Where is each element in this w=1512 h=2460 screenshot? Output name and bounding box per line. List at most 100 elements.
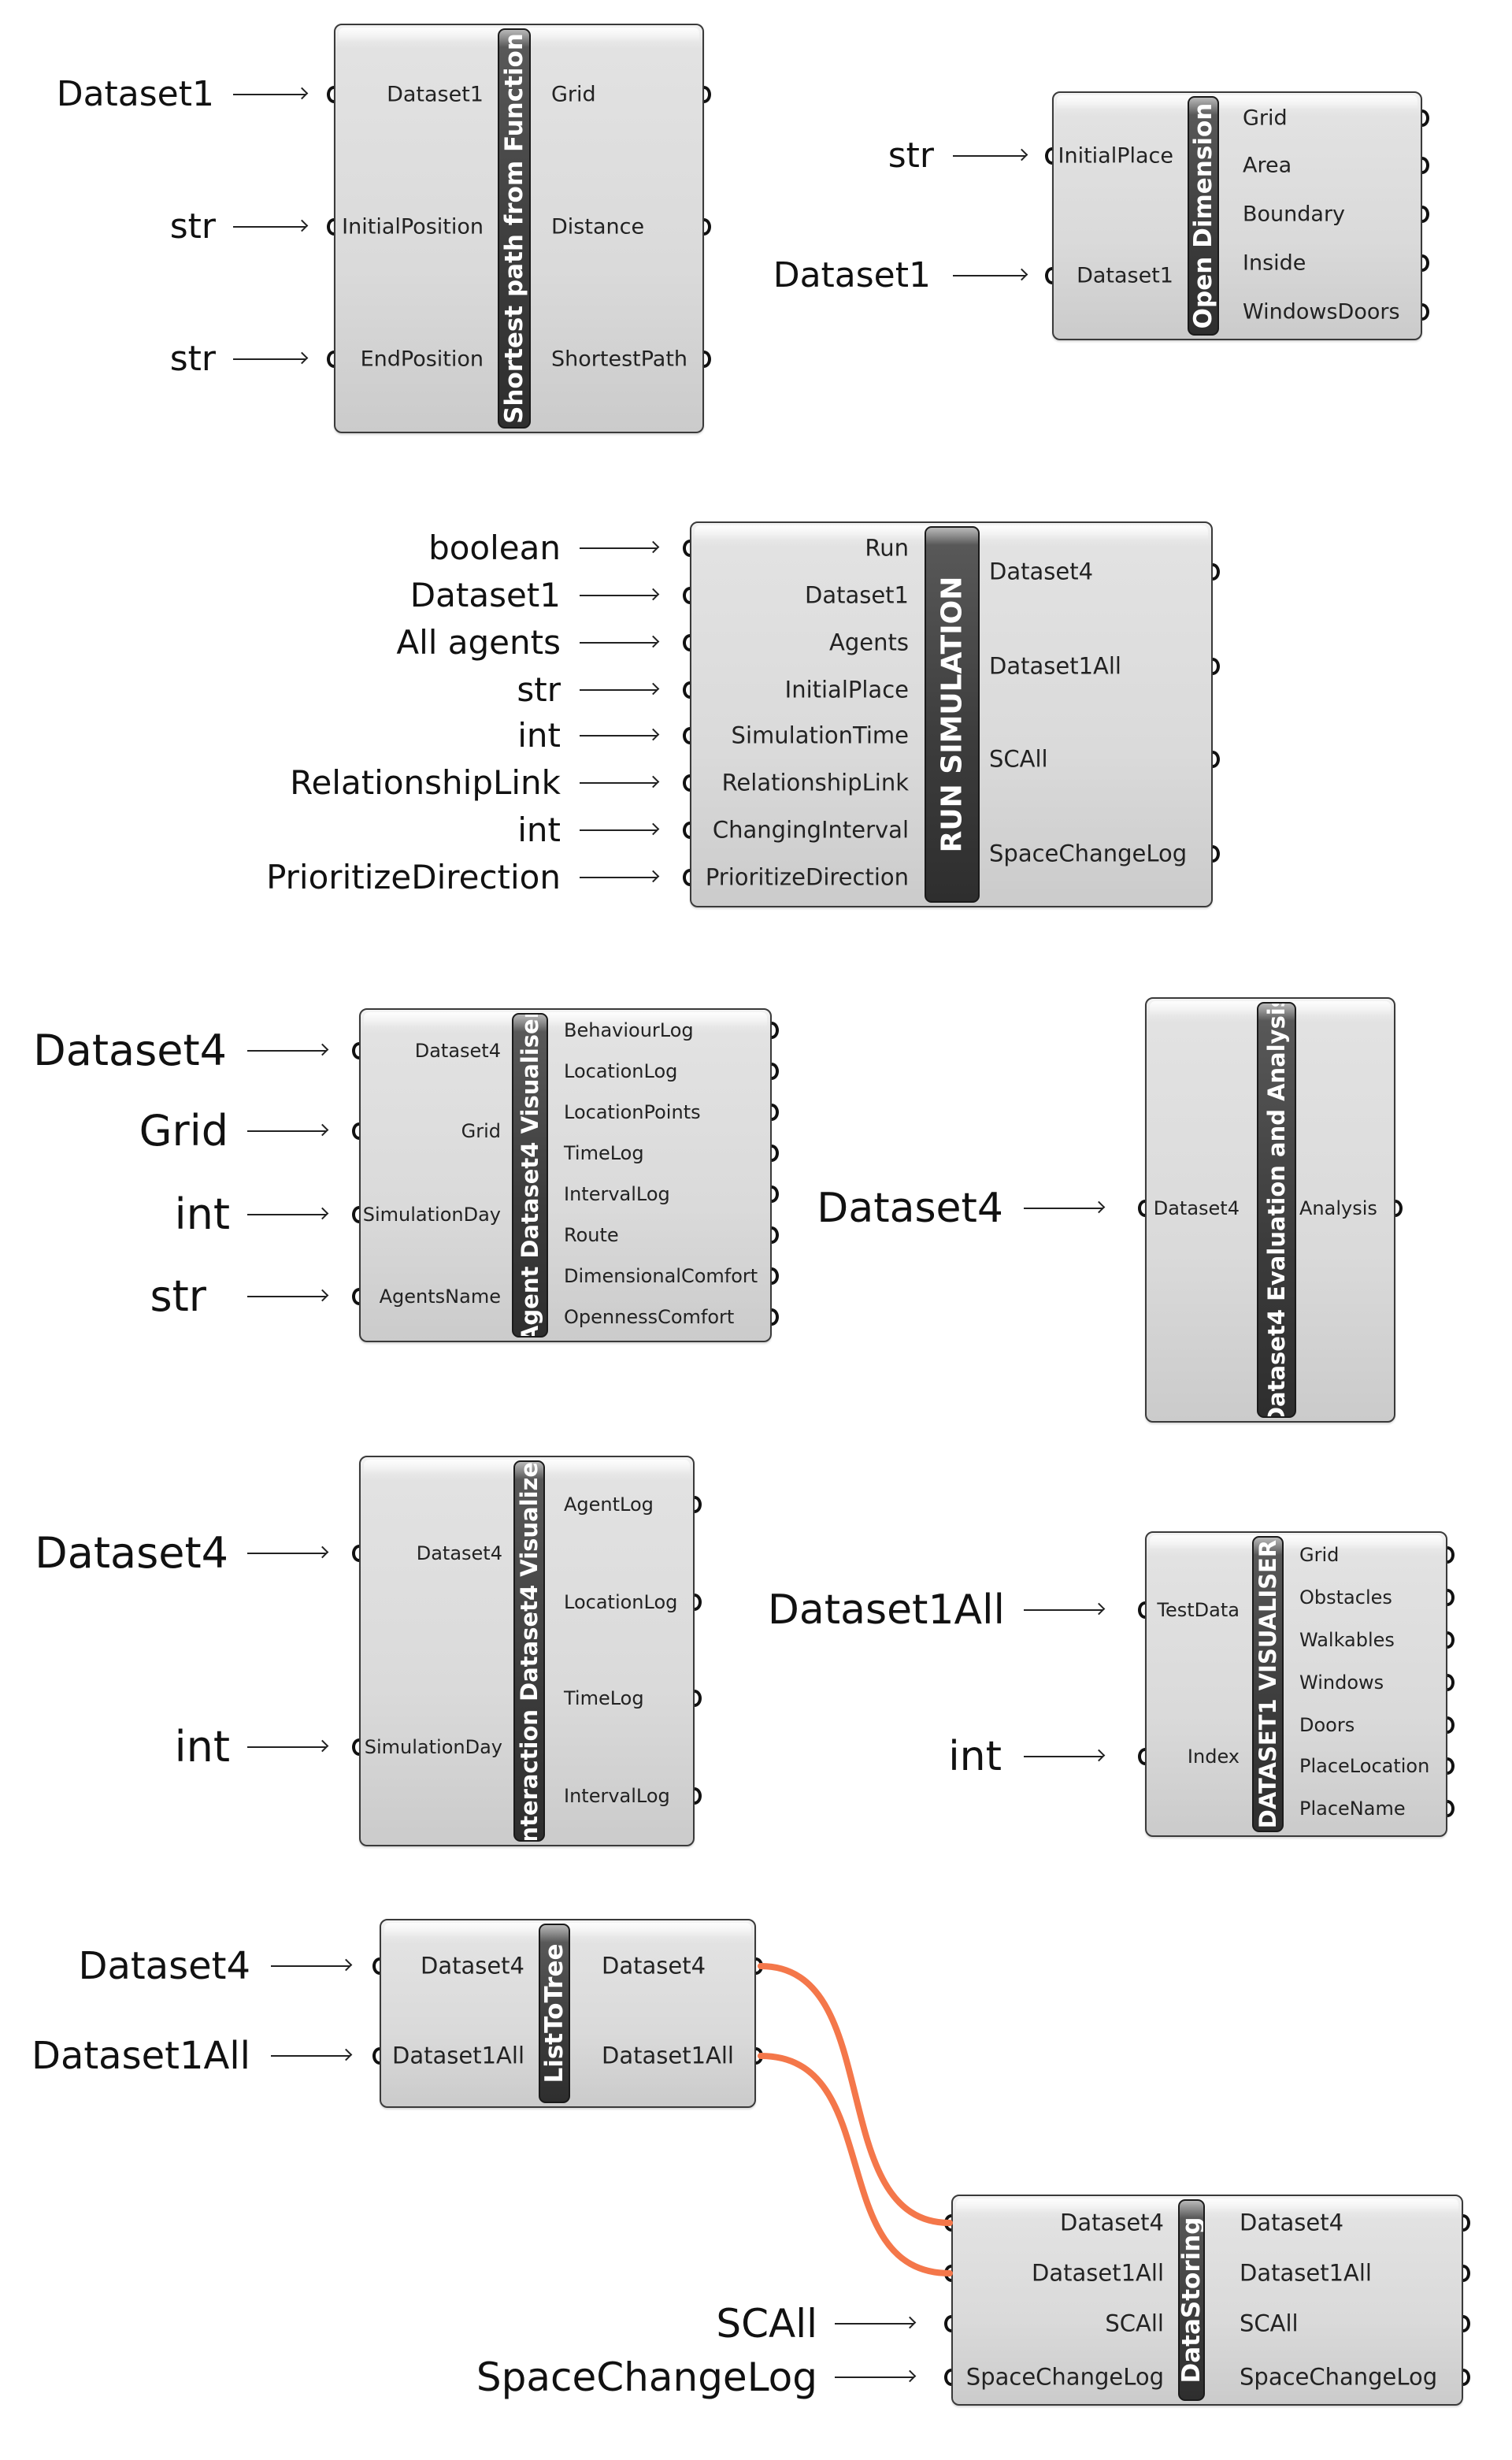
output-port-icon[interactable]: [704, 218, 711, 236]
input-port-icon[interactable]: [683, 681, 690, 699]
output-port-icon[interactable]: [772, 1226, 779, 1244]
output-port-icon[interactable]: [772, 1104, 779, 1121]
output-port-icon[interactable]: [1422, 206, 1429, 223]
input-param-label: EndPosition: [360, 347, 484, 372]
output-port-icon[interactable]: [1422, 109, 1429, 127]
external-input-label: Dataset1All: [767, 1586, 1005, 1634]
component-dataset1-visualiser[interactable]: DATASET1 VISUALISER: [1145, 1531, 1447, 1837]
output-port-icon[interactable]: [1447, 1631, 1455, 1649]
external-input-label: int: [174, 1722, 230, 1772]
external-input-label: SCAll: [716, 2301, 817, 2347]
input-port-icon[interactable]: [372, 1957, 380, 1975]
input-port-icon[interactable]: [683, 822, 690, 839]
output-port-icon[interactable]: [1213, 563, 1220, 581]
component-run-simulation[interactable]: RUN SIMULATION: [690, 521, 1213, 907]
output-port-icon[interactable]: [772, 1185, 779, 1203]
input-port-icon[interactable]: [944, 2315, 951, 2332]
input-port-icon[interactable]: [372, 2047, 380, 2065]
component-agent-visualiser[interactable]: Agent Dataset4 Visualiser: [359, 1008, 772, 1342]
output-port-icon[interactable]: [1422, 157, 1429, 174]
input-port-icon[interactable]: [1138, 1601, 1145, 1619]
input-port-icon[interactable]: [1138, 1748, 1145, 1765]
input-port-icon[interactable]: [352, 1288, 359, 1305]
output-port-icon[interactable]: [772, 1308, 779, 1326]
component-title: Interaction Dataset4 Visualizer: [516, 1460, 543, 1842]
output-port-icon[interactable]: [1395, 1200, 1403, 1217]
component-open-dimension[interactable]: Open Dimension: [1052, 91, 1422, 340]
output-param-label: Walkables: [1299, 1629, 1395, 1651]
output-port-icon[interactable]: [1447, 1546, 1455, 1564]
component-title-bar: RUN SIMULATION: [925, 526, 980, 903]
output-port-icon[interactable]: [1463, 2315, 1470, 2332]
output-port-icon[interactable]: [1463, 2265, 1470, 2282]
input-port-icon[interactable]: [683, 587, 690, 604]
external-input-label: Dataset4: [35, 1528, 228, 1578]
output-port-icon[interactable]: [1447, 1589, 1455, 1606]
output-port-icon[interactable]: [695, 1594, 702, 1611]
input-param-label: InitialPlace: [784, 676, 909, 703]
input-param-label: InitialPosition: [342, 214, 484, 239]
input-port-icon[interactable]: [683, 540, 690, 557]
output-port-icon[interactable]: [704, 351, 711, 368]
output-port-icon[interactable]: [1213, 751, 1220, 768]
input-param-label: SimulationDay: [364, 1736, 502, 1758]
external-input-label: SpaceChangeLog: [476, 2354, 817, 2400]
connection-wire[interactable]: [758, 1963, 953, 2226]
input-port-icon[interactable]: [1045, 147, 1052, 165]
arrow-right-icon: [247, 1050, 326, 1052]
output-param-label: LocationPoints: [564, 1101, 701, 1123]
output-param-label: Grid: [1243, 106, 1288, 131]
input-port-icon[interactable]: [683, 634, 690, 651]
input-port-icon[interactable]: [352, 1042, 359, 1059]
output-port-icon[interactable]: [1422, 254, 1429, 272]
output-param-label: ShortestPath: [551, 347, 688, 372]
input-port-icon[interactable]: [944, 2369, 951, 2386]
output-port-icon[interactable]: [1447, 1716, 1455, 1734]
input-port-icon[interactable]: [683, 727, 690, 744]
external-input-label: RelationshipLink: [290, 763, 561, 802]
input-port-icon[interactable]: [352, 1738, 359, 1756]
arrow-right-icon: [1024, 1208, 1102, 1209]
output-port-icon[interactable]: [1422, 303, 1429, 321]
input-port-icon[interactable]: [352, 1206, 359, 1223]
output-port-icon[interactable]: [1447, 1757, 1455, 1775]
arrow-right-icon: [580, 547, 657, 549]
output-port-icon[interactable]: [1213, 658, 1220, 675]
output-port-icon[interactable]: [772, 1063, 779, 1080]
output-port-icon[interactable]: [704, 86, 711, 103]
input-port-icon[interactable]: [352, 1122, 359, 1140]
input-param-label: Dataset1: [804, 581, 909, 609]
component-data-storing[interactable]: DataStoring: [951, 2195, 1463, 2406]
component-list-to-tree[interactable]: ListToTree: [380, 1919, 756, 2108]
output-port-icon[interactable]: [695, 1787, 702, 1805]
output-port-icon[interactable]: [1213, 845, 1220, 863]
input-port-icon[interactable]: [1138, 1200, 1145, 1217]
output-port-icon[interactable]: [772, 1022, 779, 1039]
output-port-icon[interactable]: [1463, 2369, 1470, 2386]
external-input-label: int: [948, 1733, 1002, 1780]
input-port-icon[interactable]: [1045, 267, 1052, 284]
output-port-icon[interactable]: [1463, 2214, 1470, 2232]
connection-wire[interactable]: [758, 2053, 953, 2276]
input-param-label: Index: [1187, 1746, 1240, 1768]
input-port-icon[interactable]: [683, 869, 690, 886]
component-interaction-visualizer[interactable]: Interaction Dataset4 Visualizer: [359, 1456, 695, 1846]
input-port-icon[interactable]: [327, 351, 334, 368]
input-port-icon[interactable]: [352, 1545, 359, 1562]
input-port-icon[interactable]: [327, 218, 334, 236]
component-title: Open Dimension: [1189, 102, 1217, 329]
component-shortest-path[interactable]: Shortest path from Function: [334, 24, 704, 433]
output-port-icon[interactable]: [695, 1496, 702, 1513]
input-port-icon[interactable]: [327, 86, 334, 103]
output-port-icon[interactable]: [695, 1690, 702, 1707]
input-port-icon[interactable]: [683, 774, 690, 792]
component-title-bar: Interaction Dataset4 Visualizer: [513, 1460, 545, 1842]
output-port-icon[interactable]: [772, 1267, 779, 1285]
output-port-icon[interactable]: [1447, 1800, 1455, 1817]
output-param-label: SpaceChangeLog: [989, 840, 1188, 867]
output-param-label: Dataset4: [602, 1952, 706, 1980]
component-evaluation-analysis[interactable]: Dataset4 Evaluation and Analysis: [1145, 997, 1395, 1423]
output-port-icon[interactable]: [1447, 1674, 1455, 1691]
output-port-icon[interactable]: [772, 1145, 779, 1162]
external-input-label: Dataset1: [56, 74, 214, 114]
